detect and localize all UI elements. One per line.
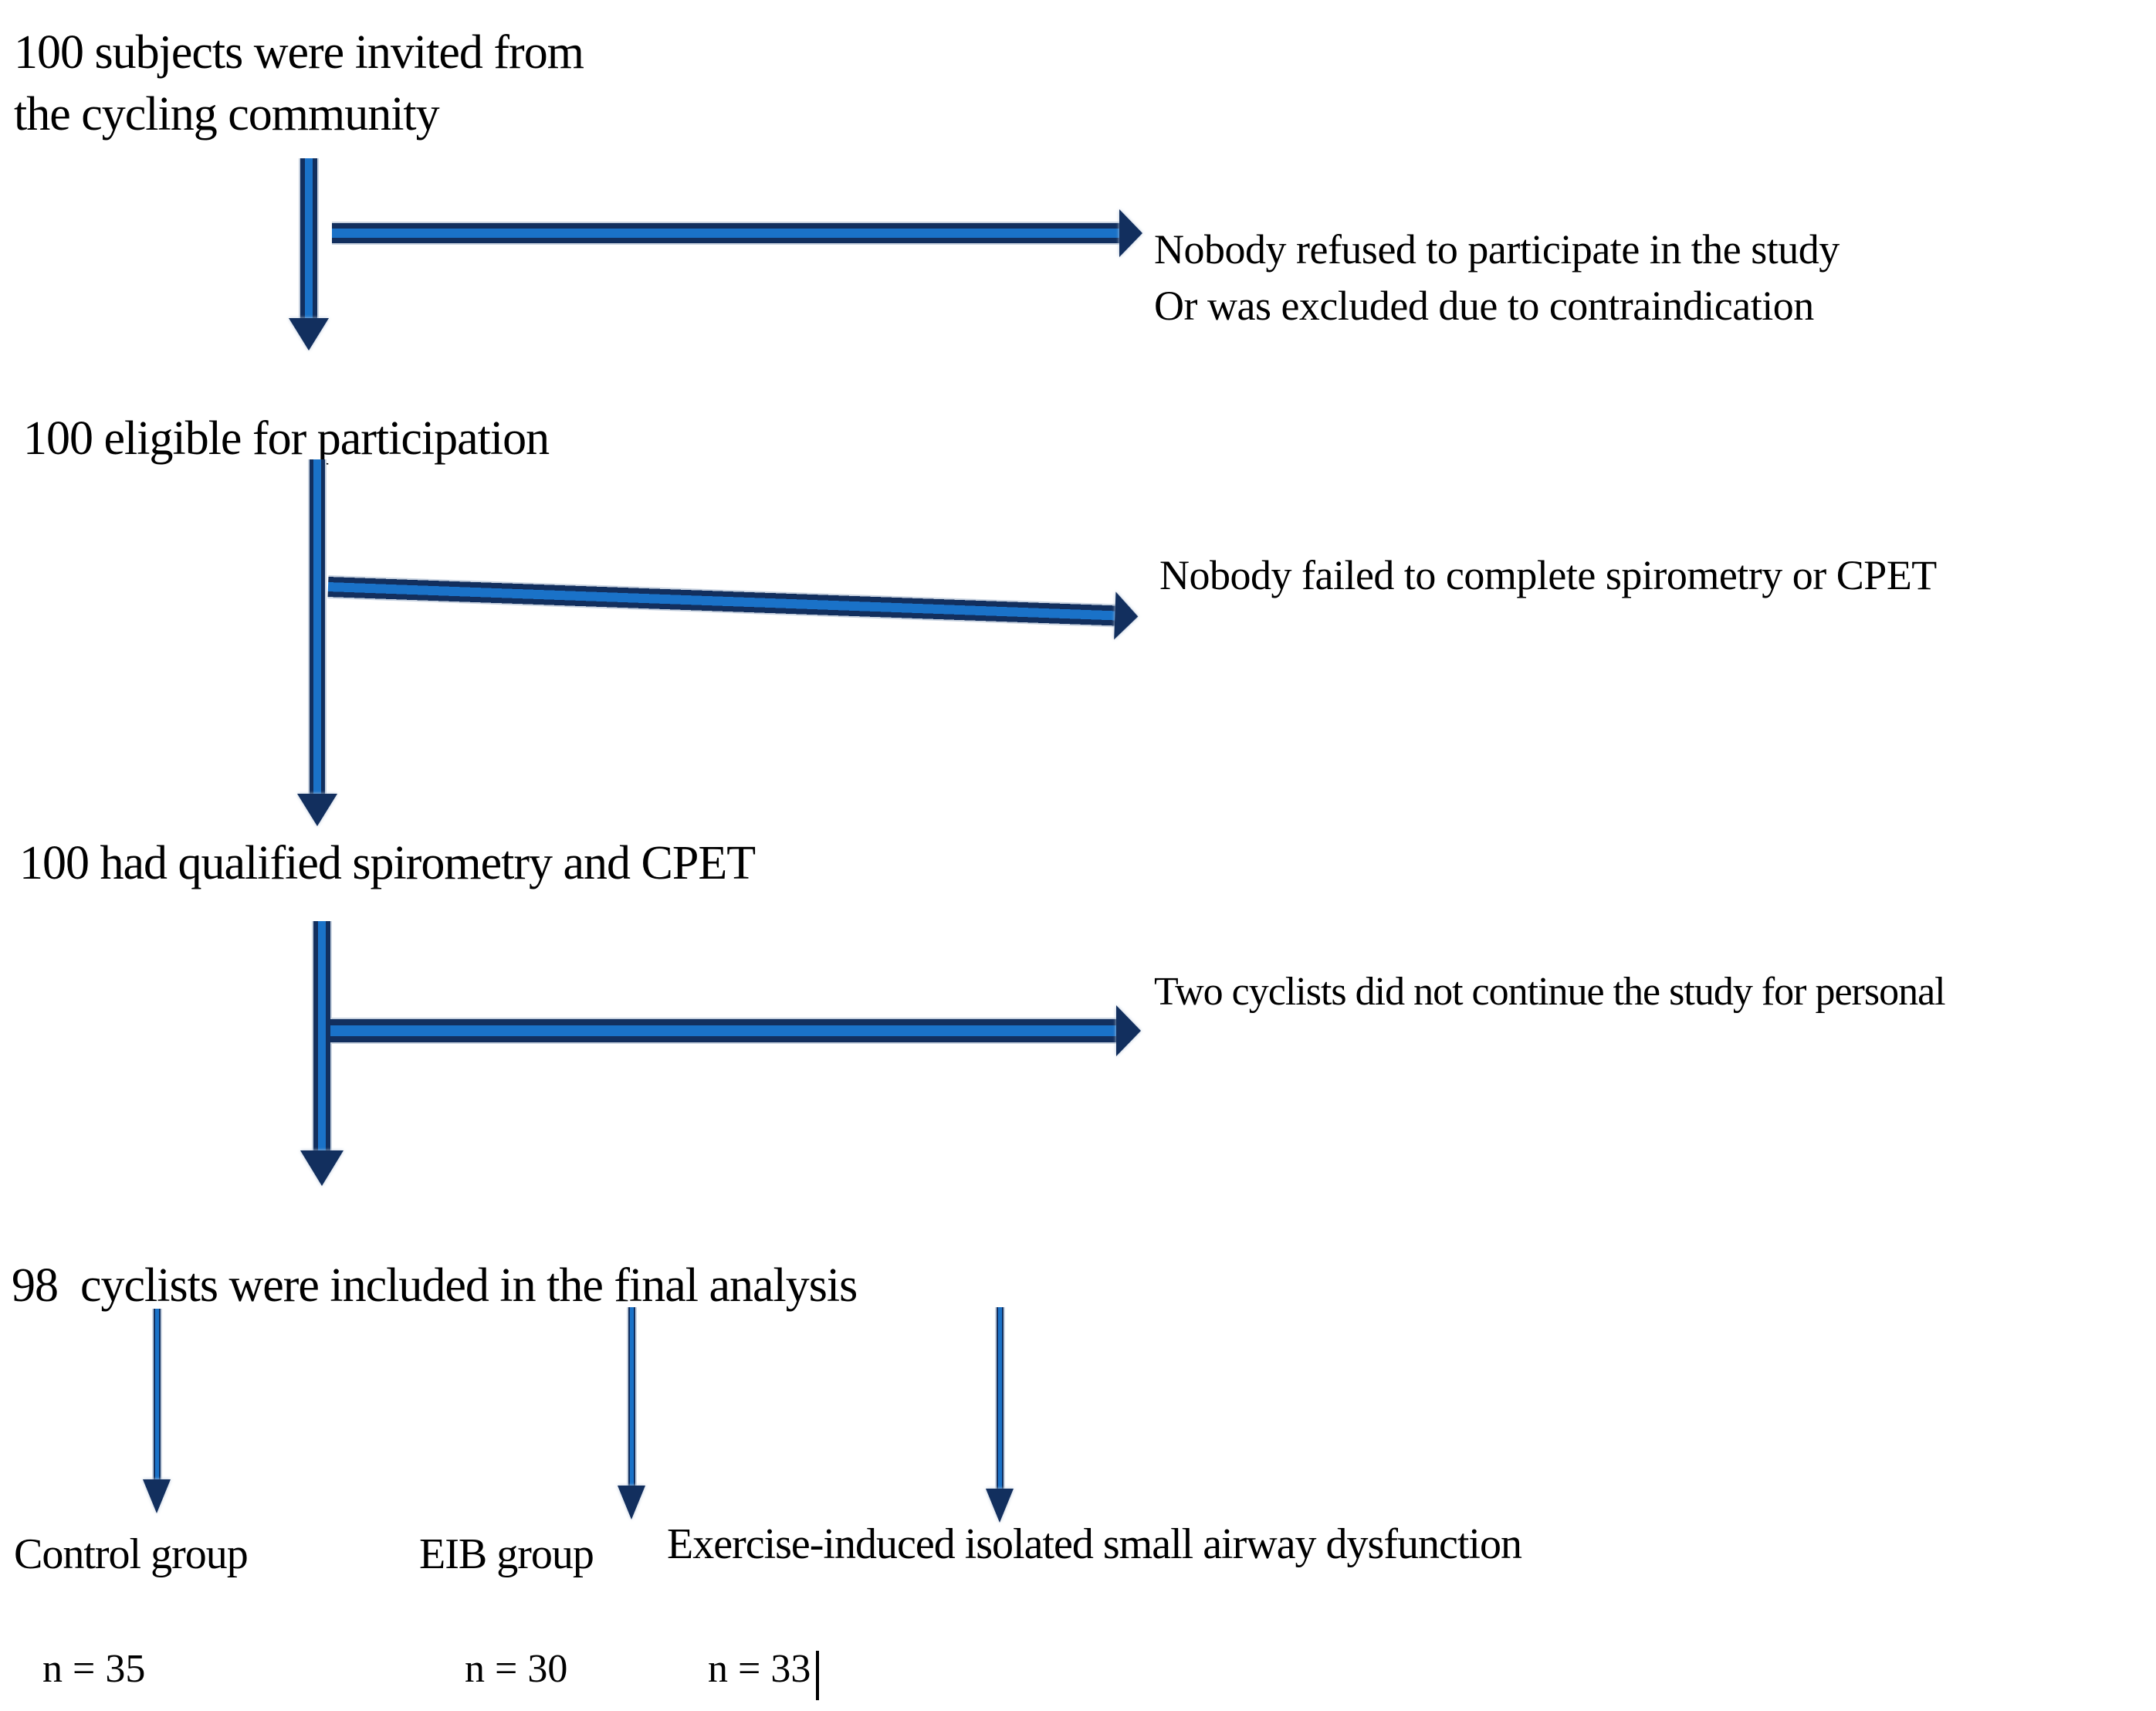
split-arrow-3 — [986, 1307, 1014, 1523]
step-label-qualified: 100 had qualified spirometry and CPET — [19, 837, 756, 889]
note-no-failures: Nobody failed to complete spirometry or … — [1159, 552, 1937, 598]
down-arrow-2 — [297, 459, 337, 826]
step-label-final: 98 cyclists were included in the final a… — [12, 1259, 858, 1312]
text-caret — [816, 1651, 819, 1700]
side-arrow-1 — [332, 209, 1142, 257]
arrow-shaft — [626, 1307, 637, 1486]
step-label-eligible: 100 eligible for participation — [23, 412, 550, 465]
step-label-invited: 100 subjects were invited from the cycli… — [14, 26, 584, 141]
side-arrow-2 — [327, 563, 1139, 641]
arrow-shaft — [151, 1309, 162, 1479]
down-arrow-3 — [300, 921, 344, 1186]
split-arrow-2 — [618, 1307, 645, 1520]
split-arrow-1 — [143, 1309, 171, 1513]
note-two-dropouts: Two cyclists did not continue the study … — [1154, 970, 1946, 1014]
arrow-shaft — [332, 222, 1119, 245]
count-small-airway-dysfunction: n = 33 — [708, 1647, 811, 1691]
arrow-head-icon — [1116, 1005, 1141, 1056]
down-arrow-1 — [289, 158, 329, 351]
arrow-head-icon — [1114, 591, 1139, 641]
arrow-shaft — [994, 1307, 1005, 1489]
arrow-head-icon — [289, 318, 329, 351]
group-label-control: Control group — [14, 1530, 249, 1578]
count-eib: n = 30 — [465, 1647, 568, 1691]
arrow-shaft — [308, 459, 327, 794]
count-control: n = 35 — [42, 1647, 146, 1691]
side-arrow-3 — [330, 1005, 1141, 1056]
note-no-refusals: Nobody refused to participate in the stu… — [1154, 226, 1840, 329]
arrow-shaft — [312, 921, 332, 1150]
arrow-head-icon — [1119, 209, 1142, 257]
group-label-small-airway-dysfunction: Exercise-induced isolated small airway d… — [667, 1520, 1522, 1568]
group-label-eib: EIB group — [419, 1530, 594, 1578]
arrow-shaft — [327, 575, 1115, 628]
arrow-head-icon — [986, 1489, 1014, 1523]
arrow-head-icon — [300, 1150, 344, 1186]
arrow-shaft — [299, 158, 319, 318]
arrow-head-icon — [618, 1486, 645, 1520]
arrow-head-icon — [297, 794, 337, 826]
arrow-head-icon — [143, 1479, 171, 1513]
arrow-shaft — [330, 1018, 1116, 1044]
